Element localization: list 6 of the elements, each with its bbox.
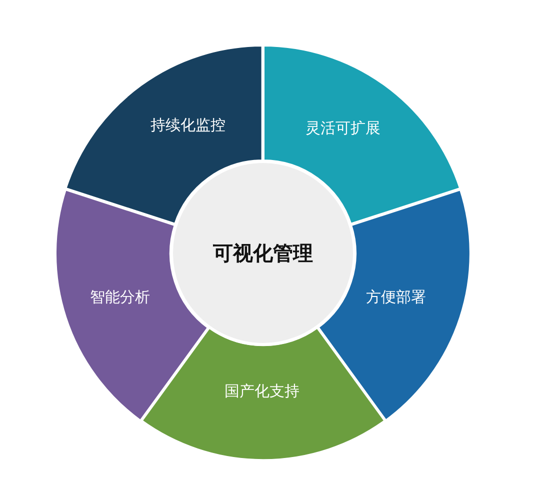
center-title: 可视化管理	[213, 241, 313, 265]
segment-label: 方便部署	[366, 288, 426, 306]
segment-label: 智能分析	[90, 288, 150, 306]
segment-label: 国产化支持	[224, 382, 300, 400]
segment-label: 灵活可扩展	[306, 119, 380, 137]
segment-label: 持续化监控	[150, 116, 226, 134]
